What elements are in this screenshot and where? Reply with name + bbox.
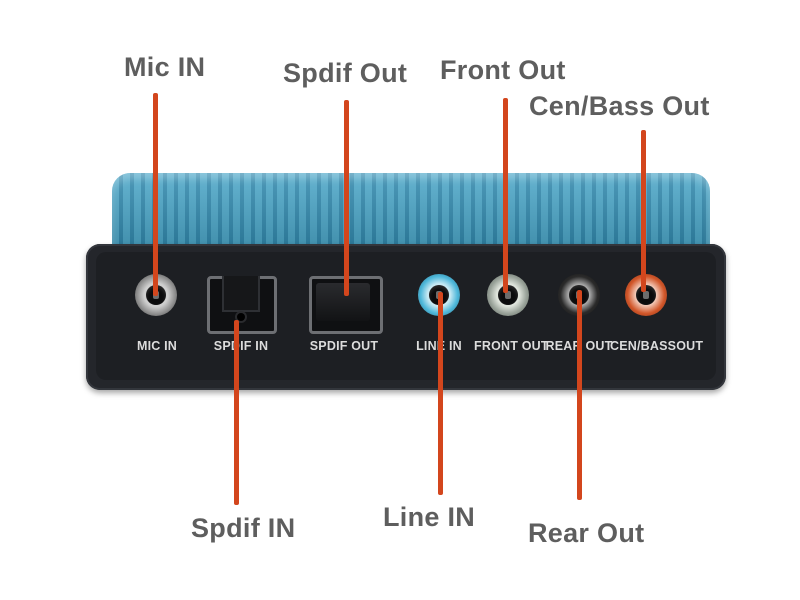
front-out-jack-pin bbox=[505, 291, 511, 299]
callout-spdif-out: Spdif Out bbox=[283, 58, 408, 88]
case-top-shading bbox=[112, 173, 710, 253]
port-label-mic-in: MIC IN bbox=[136, 339, 178, 353]
callout-rear-out: Rear Out bbox=[528, 518, 645, 548]
case-heatsink-top bbox=[112, 173, 710, 253]
callout-mic-in: Mic IN bbox=[124, 52, 206, 82]
front-out-jack bbox=[487, 274, 529, 316]
callout-front-out: Front Out bbox=[440, 55, 566, 85]
port-label-spdif-out: SPDIF OUT bbox=[309, 339, 379, 353]
leader-line-front-out bbox=[503, 98, 508, 293]
leader-line-rear-out bbox=[577, 290, 582, 500]
leader-line-mic-in bbox=[153, 93, 158, 296]
callout-spdif-in: Spdif IN bbox=[191, 513, 296, 543]
spdif-in-port-slot bbox=[222, 276, 260, 312]
spdif-out-port-shutter bbox=[316, 283, 370, 321]
spdif-in-port bbox=[207, 276, 277, 334]
cen-bass-out-jack bbox=[625, 274, 667, 316]
port-label-front-out: FRONT OUT bbox=[474, 339, 549, 353]
callout-line-in: Line IN bbox=[383, 502, 476, 532]
leader-line-spdif-out bbox=[344, 100, 349, 296]
faceplate-inner bbox=[96, 252, 716, 380]
port-label-spdif-in: SPDIF IN bbox=[213, 339, 269, 353]
callout-cen-bass-out: Cen/Bass Out bbox=[529, 91, 710, 121]
cen-bass-out-jack-pin bbox=[643, 291, 649, 299]
port-label-cen-bass-out: CEN/BASSOUT bbox=[610, 339, 704, 353]
spdif-in-port-hole bbox=[237, 313, 245, 321]
leader-line-spdif-in bbox=[234, 320, 239, 505]
mic-in-jack bbox=[135, 274, 177, 316]
leader-line-line-in bbox=[438, 292, 443, 495]
leader-line-cen-bass-out bbox=[641, 130, 646, 292]
